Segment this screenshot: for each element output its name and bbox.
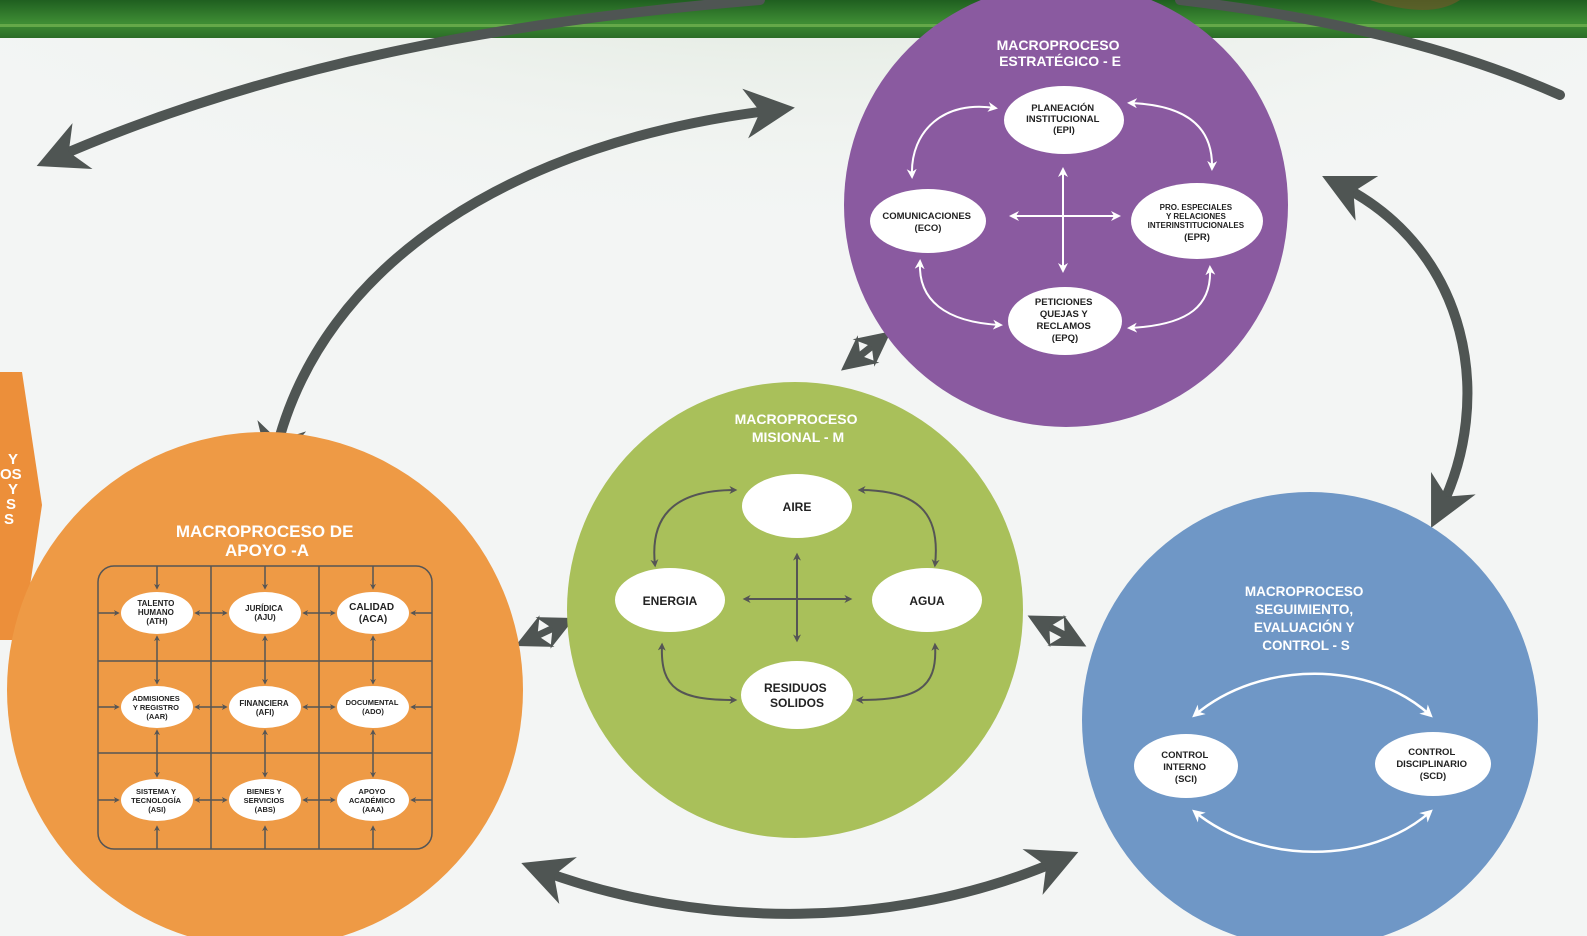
node-control-disciplinario: [1375, 732, 1491, 796]
node-peticiones-label: PETICIONES QUEJAS Y RECLAMOS (EPQ): [1035, 297, 1095, 344]
apoyo-group: MACROPROCESO DE APOYO -A: [7, 432, 523, 936]
seguimiento-group: MACROPROCESO SEGUIMIENTO, EVALUACIÓN Y C…: [1082, 492, 1538, 936]
node-academico: [337, 779, 409, 821]
misional-title: MACROPROCESO MISIONAL - M: [735, 411, 862, 445]
node-juridica-label: JURÍDICA (AJU): [245, 604, 285, 622]
node-admisiones-label: ADMISIONES Y REGISTRO (AAR): [132, 694, 182, 721]
estrategico-group: MACROPROCESO ESTRATÉGICO - E PLANEACIÓN …: [844, 0, 1288, 427]
side-label-line: OS: [0, 466, 22, 483]
node-control-interno: [1134, 734, 1238, 798]
estrategico-title: MACROPROCESO ESTRATÉGICO - E: [997, 37, 1124, 69]
side-chevron-label: Y OS Y S S: [0, 452, 60, 527]
node-calidad: [337, 592, 409, 634]
side-label-line: S: [6, 496, 17, 513]
node-sistema: [121, 779, 193, 821]
node-aire: [742, 474, 852, 538]
node-proyectos: [1131, 183, 1263, 259]
node-agua: [872, 568, 982, 632]
apoyo-circle: [7, 432, 523, 936]
node-planeacion-label: PLANEACIÓN INSTITUCIONAL (EPI): [1026, 102, 1102, 136]
node-proyectos-label: PRO. ESPECIALES Y RELACIONES INTERINSTIT…: [1148, 203, 1247, 243]
side-label-line: Y: [8, 481, 19, 498]
misional-group: MACROPROCESO MISIONAL - M AIRE ENERGIA A…: [567, 382, 1023, 838]
node-energia-label: ENERGIA: [643, 594, 698, 608]
node-comunicaciones-label: COMUNICACIONES (ECO): [882, 211, 973, 234]
node-academico-label: APOYO ACADÉMICO (AAA): [349, 787, 397, 814]
node-juridica: [229, 592, 301, 634]
node-comunicaciones: [870, 189, 986, 253]
node-bienes-label: BIENES Y SERVICIOS (ABS): [244, 787, 287, 814]
side-label-line: Y: [8, 451, 19, 468]
apoyo-title: MACROPROCESO DE APOYO -A: [176, 522, 358, 560]
node-sistema-label: SISTEMA Y TECNOLOGÍA (ASI): [131, 787, 183, 814]
side-chevron: [0, 372, 42, 640]
node-financiera: [229, 686, 301, 728]
node-peticiones: [1008, 287, 1122, 355]
node-control-interno-label: CONTROL INTERNO (SCI): [1161, 750, 1210, 785]
node-admisiones: [121, 686, 193, 728]
connector-arrows: [36, 0, 1565, 919]
node-agua-label: AGUA: [909, 594, 945, 608]
node-calidad-label: CALIDAD (ACA): [349, 602, 397, 625]
node-control-disciplinario-label: CONTROL DISCIPLINARIO (SCD): [1396, 747, 1469, 782]
node-talento: [121, 592, 193, 634]
side-label-line: S: [4, 511, 15, 528]
node-energia: [615, 568, 725, 632]
node-planeacion: [1004, 86, 1124, 154]
seguimiento-circle: [1082, 492, 1538, 936]
node-documental: [337, 686, 409, 728]
node-bienes: [229, 779, 301, 821]
seguimiento-title: MACROPROCESO SEGUIMIENTO, EVALUACIÓN Y C…: [1245, 584, 1367, 653]
node-documental-label: DOCUMENTAL (ADO): [346, 698, 401, 716]
node-financiera-label: FINANCIERA (AFI): [239, 699, 290, 717]
node-residuos-label: RESIDUOS SOLIDOS: [764, 681, 830, 710]
node-residuos: [741, 661, 853, 729]
node-aire-label: AIRE: [783, 500, 812, 514]
node-talento-label: TALENTO HUMANO (ATH): [137, 599, 176, 626]
